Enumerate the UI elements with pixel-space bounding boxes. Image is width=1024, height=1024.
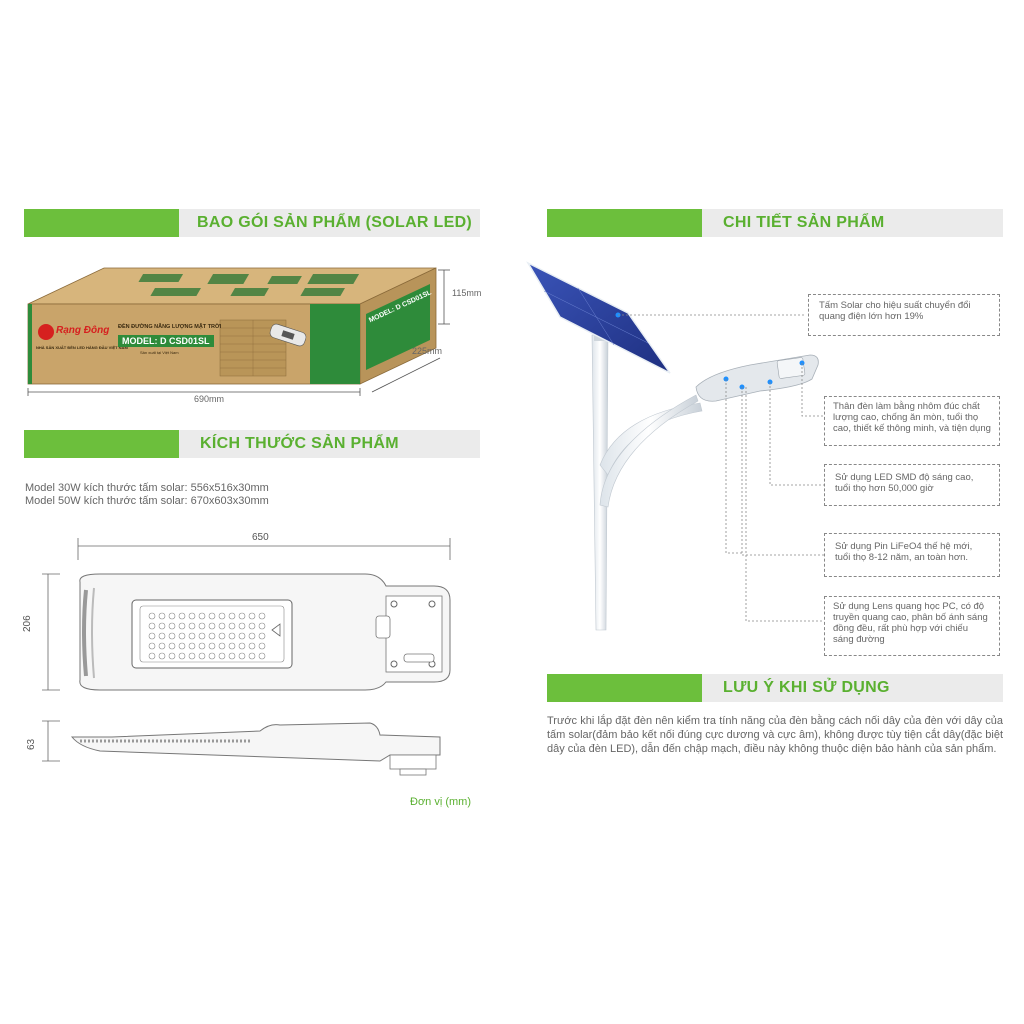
details-header: CHI TIẾT SẢN PHẨM: [547, 209, 1003, 237]
notes-header: LƯU Ý KHI SỬ DỤNG: [547, 674, 1003, 702]
box-product-name: ĐÈN ĐƯỜNG NĂNG LƯỢNG MẶT TRỜI: [118, 324, 222, 330]
lamp-side-view-drawing: [42, 720, 441, 776]
callout-solar-panel: Tấm Solar cho hiệu suất chuyển đổi quang…: [808, 294, 1000, 336]
packaging-title: BAO GÓI SẢN PHẨM (SOLAR LED): [197, 214, 473, 231]
notes-title: LƯU Ý KHI SỬ DỤNG: [723, 679, 890, 696]
solar-street-light-illustration: [526, 261, 819, 631]
callout-lamp-body: Thân đèn làm bằng nhôm đúc chất lượng ca…: [824, 396, 1000, 446]
solar-panel: [526, 261, 671, 374]
packaging-box-illustration: [27, 267, 450, 396]
lamp-side-outline: [70, 722, 441, 762]
callout-battery: Sử dụng Pin LiFeO4 thế hệ mới, tuổi thọ …: [824, 533, 1000, 577]
box-brand: Rạng Đông: [56, 325, 110, 336]
callout-lens: Sử dụng Lens quang học PC, có độ truyền …: [824, 596, 1000, 656]
usage-note: Trước khi lắp đặt đèn nên kiểm tra tính …: [547, 715, 1003, 755]
box-height-label: 115mm: [452, 288, 482, 298]
unit-label: Đơn vị (mm): [410, 796, 471, 808]
box-brand-tagline: NHÀ SẢN XUẤT ĐÈN LED HÀNG ĐẦU VIỆT NAM: [36, 345, 128, 350]
box-model: MODEL: D CSD01SL: [118, 335, 214, 347]
box-depth-label: 225mm: [412, 346, 443, 356]
brand-logo: [38, 324, 54, 340]
lamp-arm: [599, 402, 703, 476]
dimensions-title: KÍCH THƯỚC SẢN PHẨM: [200, 435, 399, 452]
led-grid: [148, 612, 266, 660]
model-50w-line: Model 50W kích thước tấm solar: 670x603x…: [25, 495, 269, 507]
dimensions-header: KÍCH THƯỚC SẢN PHẨM: [24, 430, 480, 458]
lamp-top-view-drawing: [42, 538, 451, 691]
lamp-pictogram-icon: [269, 323, 307, 347]
model-30w-line: Model 30W kích thước tấm solar: 556x516x…: [25, 482, 269, 494]
callout-led-smd: Sử dụng LED SMD độ sáng cao, tuổi thọ hơ…: [824, 464, 1000, 506]
packaging-header: BAO GÓI SẢN PHẨM (SOLAR LED): [24, 209, 480, 237]
box-top-print: [138, 274, 360, 296]
length-label: 650: [252, 532, 269, 543]
details-title: CHI TIẾT SẢN PHẨM: [723, 214, 885, 231]
box-made-in: Sản xuất tại Việt Nam: [140, 350, 179, 355]
box-width-label: 690mm: [194, 394, 225, 404]
